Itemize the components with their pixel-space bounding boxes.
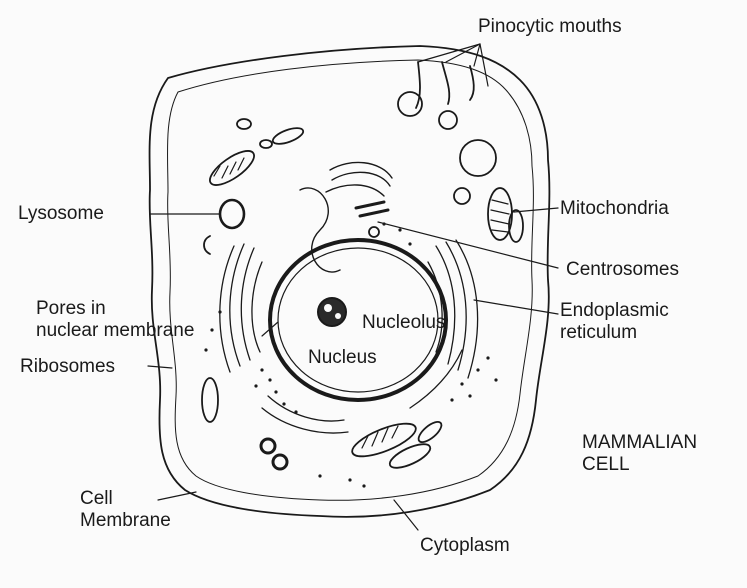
small-organelle-top-2 (260, 140, 272, 148)
vacuole-lower-2 (273, 455, 287, 469)
pinocytic-mouth-3 (470, 66, 474, 100)
leader-mitochondria (514, 208, 558, 212)
pinocytic-vesicle-2 (439, 111, 457, 129)
vacuole-1 (460, 140, 496, 176)
lysosome (220, 200, 244, 228)
label-cell-membrane-line2: Membrane (80, 510, 171, 532)
centrosome-bar-2 (360, 210, 388, 216)
golgi-3 (326, 185, 384, 196)
label-pinocytic-mouths: Pinocytic mouths (478, 16, 622, 38)
label-ribosomes: Ribosomes (20, 356, 115, 378)
mitochondrion-bottom-2 (387, 439, 434, 472)
label-cytoplasm: Cytoplasm (420, 535, 510, 557)
leader-ribosomes (148, 366, 172, 368)
mitochondrion-left-lower (202, 378, 218, 422)
label-mammalian-cell: MAMMALIAN CELL (582, 432, 697, 476)
label-endoplasmic-reticulum: Endoplasmic reticulum (560, 300, 669, 344)
label-lysosome: Lysosome (18, 203, 104, 225)
label-pores-line1: Pores in (36, 298, 194, 320)
mitochondrion-bottom-1 (348, 417, 419, 463)
leader-endoplasmic (474, 300, 558, 314)
pinocytic-mouth-2 (442, 62, 449, 104)
small-organelle-top (237, 119, 251, 129)
leader-pinocytic-4 (480, 44, 488, 86)
label-mammalian-line1: MAMMALIAN (582, 432, 697, 454)
small-vesicle-c (204, 236, 210, 254)
leader-lines (148, 44, 558, 530)
label-endoplasmic-line2: reticulum (560, 322, 669, 344)
mitochondrion-right (488, 188, 512, 240)
cell-membrane-inner-line (167, 60, 533, 500)
mitochondrion-bottom-3 (415, 418, 444, 445)
label-cell-membrane: Cell Membrane (80, 488, 171, 532)
cell-membrane-outline (150, 46, 550, 517)
golgi-2 (332, 172, 390, 186)
label-mitochondria: Mitochondria (560, 198, 669, 220)
label-endoplasmic-line1: Endoplasmic (560, 300, 669, 322)
mitochondrion-2 (271, 125, 305, 147)
centrosome-bar-1 (356, 202, 384, 208)
label-pores-in-nuclear-membrane: Pores in nuclear membrane (36, 298, 194, 342)
centrosome-dot (369, 227, 379, 237)
label-mammalian-line2: CELL (582, 454, 697, 476)
leader-cytoplasm (394, 500, 418, 530)
mitochondrion-1 (205, 145, 259, 191)
nucleolus-shape (318, 298, 346, 326)
label-cell-membrane-line1: Cell (80, 488, 171, 510)
pinocytic-mouth-1 (416, 62, 420, 108)
label-pores-line2: nuclear membrane (36, 320, 194, 342)
label-nucleus: Nucleus (308, 347, 377, 369)
vacuole-lower-1 (261, 439, 275, 453)
label-centrosomes: Centrosomes (566, 259, 679, 281)
membrane-fold (300, 188, 340, 272)
label-nucleolus: Nucleolus (362, 312, 445, 334)
vacuole-2 (454, 188, 470, 204)
